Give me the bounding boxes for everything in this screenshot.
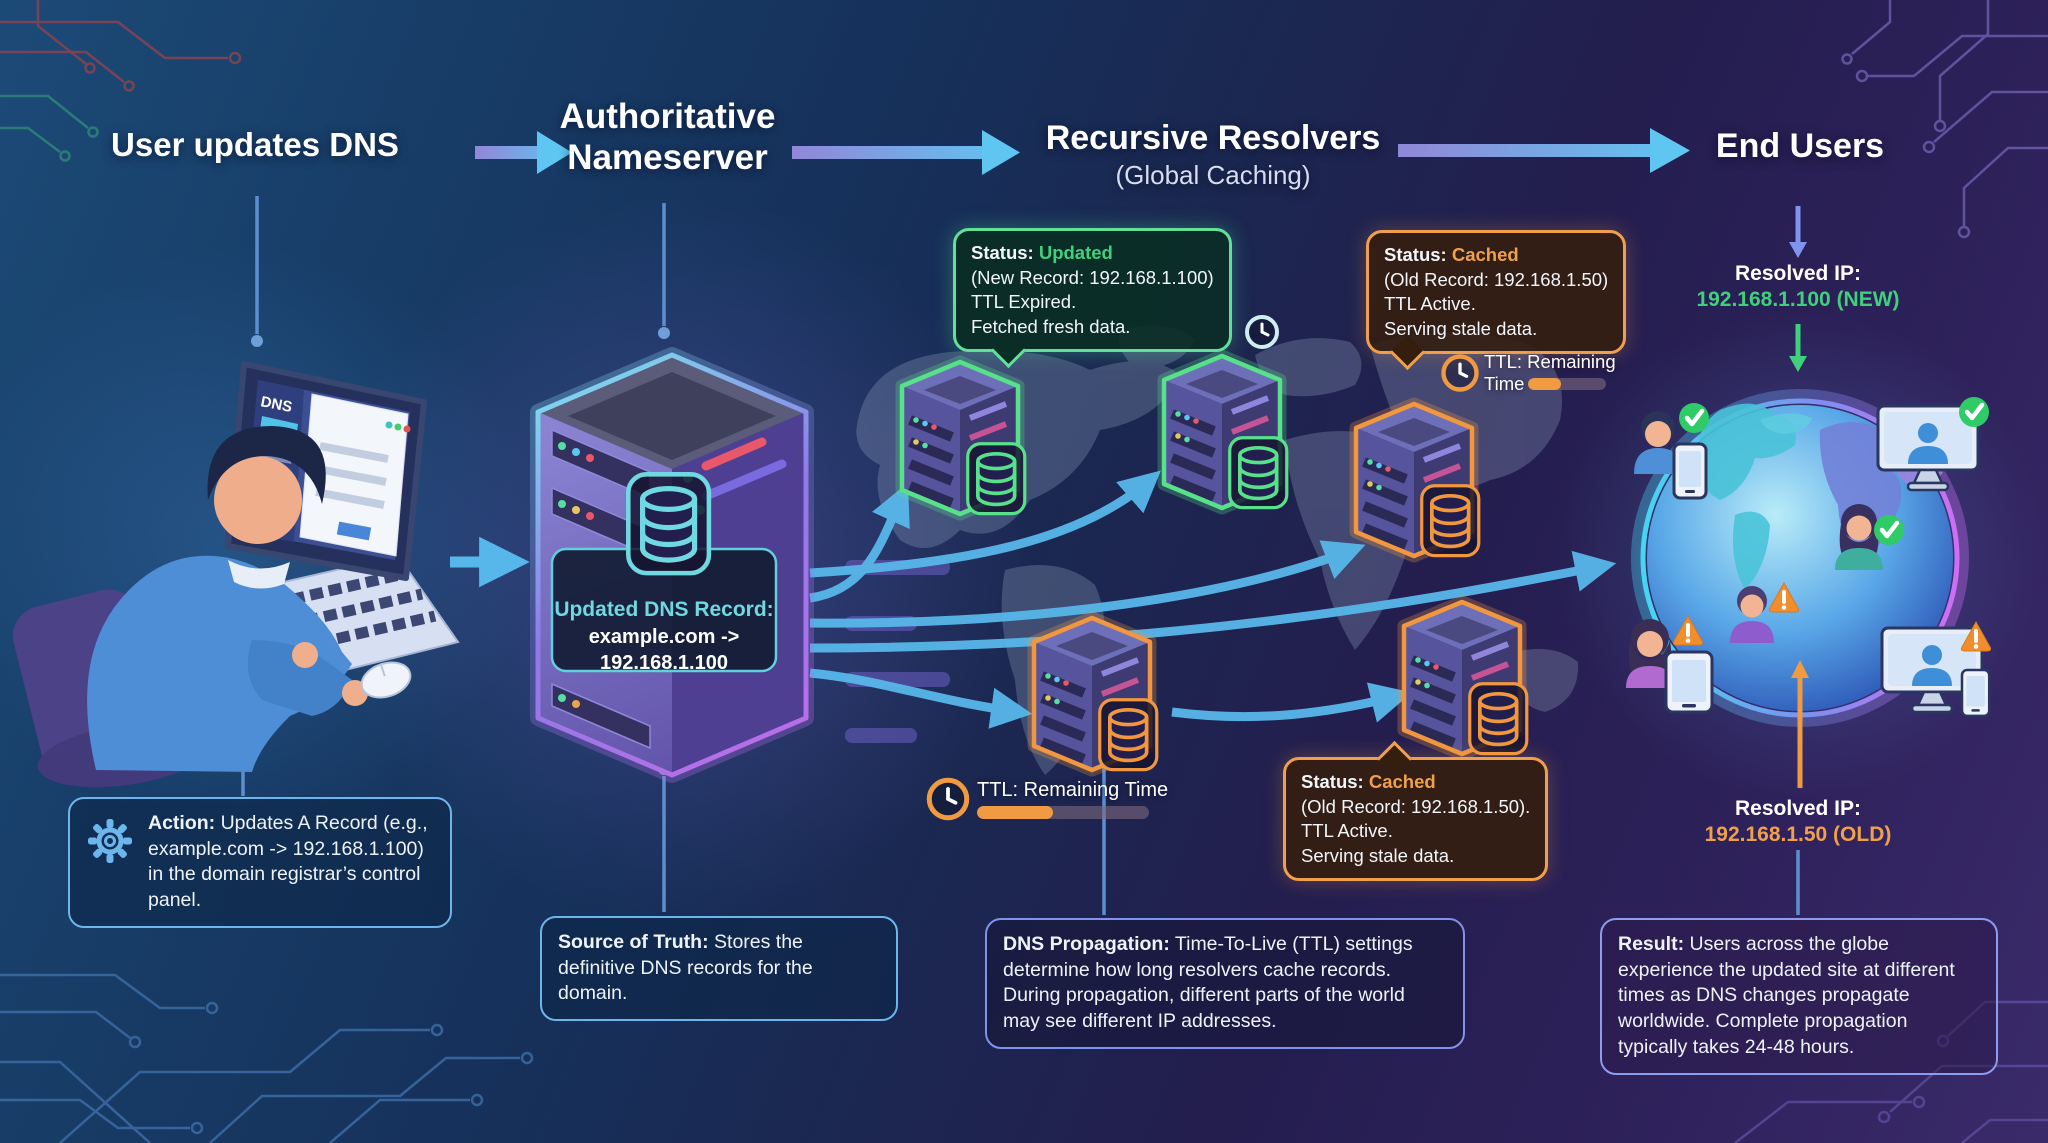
- source-of-truth-note-box: Source of Truth: Stores the definitive D…: [540, 916, 898, 1022]
- callout-status-cached-top: Status: Cached (Old Record: 192.168.1.50…: [1366, 230, 1627, 371]
- ttl-progress-fill: [977, 806, 1053, 819]
- callout-line: Fetched fresh data.: [971, 315, 1131, 337]
- resolved-old-arrow: [1791, 660, 1809, 788]
- stage-title-user-updates-dns: User updates DNS: [111, 126, 399, 163]
- circuit-decoration-top-left: [0, 0, 242, 162]
- resolved-ip-value: 192.168.1.100 (NEW): [1696, 288, 1900, 312]
- propagation-arrows: [809, 470, 1617, 729]
- ttl-label-bottom: TTL: Remaining Time: [977, 779, 1169, 801]
- status-value: Cached: [1368, 771, 1436, 792]
- action-note-body: Updates A Record (e.g., example.com -> 1…: [148, 812, 428, 912]
- status-label: Status:: [971, 242, 1034, 263]
- dns-record-title: Updated DNS Record:: [554, 598, 774, 621]
- ttl-progress-top: [1528, 378, 1606, 390]
- mouse: [360, 661, 412, 699]
- resolver-cached-1: [1356, 404, 1481, 556]
- circuit-decoration-bottom-left: [0, 973, 534, 1143]
- result-note-lead: Result:: [1618, 933, 1685, 955]
- callout-status-updated: Status: Updated (New Record: 192.168.1.1…: [953, 228, 1232, 369]
- end-user-old-man: [1730, 581, 1801, 643]
- check-icon: [1679, 403, 1709, 433]
- dns-record-panel-text: Updated DNS Record: example.com -> 192.1…: [552, 596, 776, 677]
- source-note-lead: Source of Truth:: [558, 931, 709, 953]
- status-value: Cached: [1451, 244, 1519, 265]
- recursive-resolvers-label: Recursive Resolvers: [1045, 119, 1381, 157]
- resolver-cached-2: [1034, 618, 1159, 770]
- callout-status-cached-bottom: Status: Cached (Old Record: 192.168.1.50…: [1283, 740, 1549, 882]
- action-note-text: Action: Updates A Record (e.g., example.…: [148, 811, 434, 914]
- end-users-down-arrow: [1789, 206, 1807, 258]
- clock-icon-ttl-bottom: [929, 780, 967, 818]
- source-note-body: Stores the definitive DNS records for th…: [558, 931, 813, 1005]
- resolved-ip-value: 192.168.1.50 (OLD): [1704, 823, 1892, 847]
- ttl-progress-fill: [1528, 378, 1561, 390]
- check-icon: [1959, 397, 1989, 427]
- resolved-ip-label: Resolved IP:: [1734, 262, 1862, 285]
- dns-record-ip: 192.168.1.100: [600, 652, 728, 675]
- action-note-box: Action: Updates A Record (e.g., example.…: [68, 797, 452, 928]
- header-arrow-2: [792, 130, 1020, 175]
- resolver-cached-3: [1404, 602, 1529, 754]
- stage-title-authoritative-nameserver: Authoritative Nameserver: [559, 97, 776, 178]
- laptop-screen-title: DNS: [259, 393, 293, 416]
- callout-line: Serving stale data.: [1384, 317, 1538, 339]
- propagation-note-body: Time-To-Live (TTL) settings determine ho…: [1003, 933, 1413, 1033]
- dns-propagation-note-box: DNS Propagation: Time-To-Live (TTL) sett…: [985, 918, 1465, 1049]
- recursive-resolvers-sublabel: (Global Caching): [1115, 160, 1311, 191]
- status-label: Status:: [1384, 244, 1447, 265]
- user-at-laptop-scene: DNS: [12, 361, 460, 788]
- status-value: Updated: [1038, 242, 1113, 263]
- result-note-body: Users across the globe experience the up…: [1618, 933, 1955, 1058]
- end-user-new-man-phone: [1634, 403, 1709, 500]
- end-user-old-monitor-phone: [1880, 620, 1993, 718]
- callout-line: TTL Active.: [1384, 293, 1476, 315]
- action-note-lead: Action:: [148, 812, 216, 834]
- resolver-updated-2: [1164, 356, 1289, 508]
- propagation-note-lead: DNS Propagation:: [1003, 933, 1170, 955]
- resolved-ip-label: Resolved IP:: [1734, 797, 1862, 820]
- clock-icon-ttl-top: [1444, 357, 1477, 390]
- gear-icon: [88, 819, 132, 863]
- header-arrow-3: [1398, 128, 1690, 173]
- callout-line: (New Record: 192.168.1.100): [971, 266, 1214, 288]
- stage-title-recursive-resolvers: Recursive Resolvers (Global Caching): [1018, 118, 1408, 191]
- ttl-progress-bottom: [977, 806, 1149, 819]
- ttl-label-top: TTL: Remaining Time: [1484, 351, 1616, 395]
- resolved-ip-old: Resolved IP: 192.168.1.50 (OLD): [1648, 796, 1948, 849]
- result-note-box: Result: Users across the globe experienc…: [1600, 918, 1998, 1075]
- resolved-ip-new: Resolved IP: 192.168.1.100 (NEW): [1648, 261, 1948, 314]
- callout-line: TTL Expired.: [971, 291, 1077, 313]
- clock-icon-resolver: [1245, 315, 1279, 349]
- stage-title-end-users: End Users: [1715, 127, 1885, 165]
- resolver-updated-1: [902, 362, 1027, 514]
- authoritative-nameserver-tower: [530, 347, 814, 783]
- callout-line: (Old Record: 192.168.1.50): [1384, 268, 1609, 290]
- header-arrow-1: [475, 131, 572, 174]
- callout-line: Serving stale data.: [1301, 844, 1455, 866]
- database-icon: [628, 474, 709, 573]
- callout-line: TTL Active.: [1301, 820, 1393, 842]
- end-user-old-woman-tablet: [1626, 614, 1714, 714]
- status-label: Status:: [1301, 771, 1364, 792]
- circuit-decoration-top-right: [1841, 0, 2048, 239]
- dns-record-domain: example.com ->: [588, 625, 740, 648]
- resolved-new-arrow: [1789, 324, 1807, 372]
- check-icon: [1874, 515, 1904, 545]
- callout-line: (Old Record: 192.168.1.50).: [1301, 795, 1531, 817]
- end-user-new-woman: [1835, 504, 1904, 570]
- user-figure: [87, 426, 368, 772]
